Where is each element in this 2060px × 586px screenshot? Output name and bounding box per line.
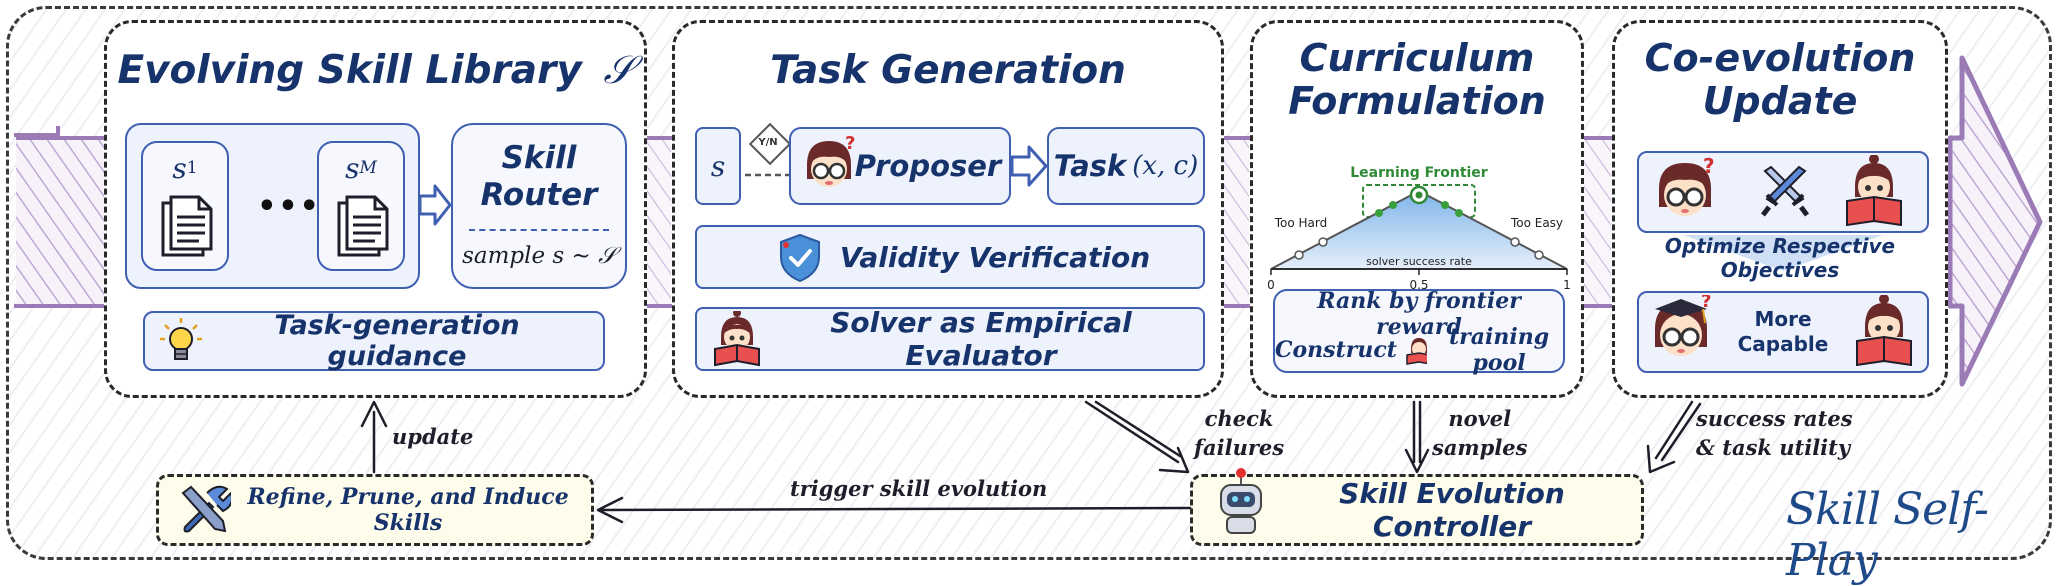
too-easy-label: Too Easy [1510,216,1563,230]
coevolution-title: Co-evolution Update [1615,37,1945,122]
data-point [1318,237,1328,247]
router-divider [469,229,609,231]
decision-label: Y/N [758,136,778,148]
shield-check-icon [780,233,820,283]
tick-05: 0.5 [1409,278,1428,291]
panel-connectors [645,136,1612,308]
more-capable-label: More Capable [1737,307,1829,356]
frontier-label: Learning Frontier [1350,165,1488,181]
update-annotation: update [392,424,474,449]
tools-icon [181,485,231,533]
construct-line: Construct training pool [1275,324,1550,376]
ranking-box[interactable]: Rank by frontier reward Construct traini… [1273,288,1565,376]
tick-1: 1 [1563,278,1571,291]
update-arrow [360,400,388,474]
svg-text:?: ? [1703,155,1715,178]
bottom-arrows-layer [360,400,1702,524]
flow-arrow-right [1947,55,2043,387]
character-icon: ? [1655,295,1711,356]
svg-text:?: ? [1701,295,1711,312]
lightbulb-icon [160,318,202,360]
task-output-label: Task (x, c) [1053,149,1199,183]
skill-input-symbol: s [710,149,726,183]
curriculum-title: Curriculum Formulation [1253,37,1581,122]
task-output-box[interactable]: Task (x, c) [1047,127,1205,205]
solver-evaluator-box[interactable]: Solver as Empirical Evaluator [695,306,1205,372]
document-icon [161,195,213,257]
axis-label: solver success rate [1366,255,1472,268]
trigger-annotation: trigger skill evolution [790,476,1048,501]
document-icon [337,195,389,257]
data-point [1375,209,1383,217]
coevolution-panel: Co-evolution Update ? [1612,20,1948,398]
flow-arrows-layer [14,55,2043,387]
refine-skills-label: Refine, Prune, and Induce Skills [247,484,569,536]
controller-box[interactable]: Skill Evolution Controller [1190,468,1644,546]
capable-box[interactable]: ? More Capable [1637,291,1929,373]
data-point [1441,201,1449,209]
data-point [1510,237,1520,247]
task-generation-title: Task Generation [770,48,1126,93]
character-icon: ? [807,135,855,187]
router-sample-text: sample s ∼ 𝒮 [462,243,616,269]
hollow-arrow-icon [418,184,452,226]
skill-input-box[interactable]: s [695,127,741,205]
players-box[interactable]: ? [1637,151,1929,233]
trigger-arrow [596,496,1192,524]
frontier-chart: Learning Frontier Too Hard Too Easy solv… [1267,165,1571,291]
hollow-arrow-icon [1010,145,1048,187]
validity-verification-label: Validity Verification [839,240,1151,274]
coevolution-title-line1: Co-evolution [1644,36,1916,80]
data-point [1389,201,1397,209]
reader-icon [714,311,760,367]
character-icon: ? [1659,155,1715,216]
skill-library-title-text: Evolving Skill Library [117,48,582,93]
refine-skills-box[interactable]: Refine, Prune, and Induce Skills [156,474,594,546]
data-point [1455,209,1463,217]
proposer-box[interactable]: ? Proposer [789,127,1011,205]
skill-router-box[interactable]: Skill Router sample s ∼ 𝒮 [451,123,627,289]
check-failures-arrow [1084,400,1190,474]
data-point [1534,250,1544,260]
skill-router-title: Skill Router [480,139,598,213]
skill-library-symbol: 𝒮 [603,48,634,93]
task-guidance-box[interactable]: Task-generation guidance [143,310,605,372]
novel-samples-annotation: novel samples [1432,406,1528,461]
data-point [1294,250,1304,260]
skill-ellipsis: ••• [257,188,321,224]
crossed-swords-icon [1761,165,1809,217]
reader-icon [1406,338,1428,365]
proposer-label: Proposer [854,149,1002,183]
success-rates-arrow [1646,400,1702,474]
reader-icon [1856,295,1912,367]
down-arrow [1683,235,1883,271]
robot-icon [1220,468,1262,534]
solver-evaluator-label: Solver as Empirical Evaluator [830,306,1132,372]
tick-0: 0 [1267,278,1275,291]
success-rates-annotation: success rates & task utility [1696,406,1853,461]
flow-arrow-left-body [16,138,104,304]
curriculum-panel: Curriculum Formulation Learning Frontier… [1250,20,1584,398]
reader-icon [1846,155,1902,227]
validity-verification-box[interactable]: Validity Verification [695,225,1205,289]
controller-label: Skill Evolution Controller [1339,477,1565,543]
check-failures-annotation: check failures [1194,406,1285,461]
coevolution-title-line2: Update [1702,78,1858,123]
too-hard-label: Too Hard [1274,216,1328,230]
skill-library-title: Evolving Skill Library 𝒮 [107,49,644,93]
task-guidance-label: Task-generation guidance [274,310,520,372]
task-generation-panel: Task Generation s Y/N ? Proposer Task (x… [672,20,1224,398]
curriculum-title-line1: Curriculum [1299,36,1535,80]
curriculum-title-line2: Formulation [1288,78,1546,123]
novel-samples-arrow [1404,400,1430,474]
svg-text:?: ? [845,135,855,154]
